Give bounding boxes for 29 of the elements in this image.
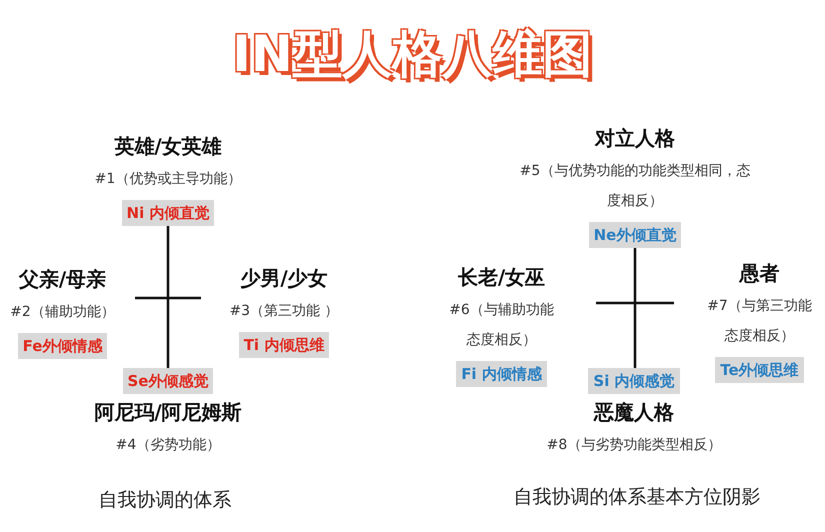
function-box: Fe外倾情感 [18,333,108,359]
function-box: Ni 内倾直觉 [122,200,214,226]
caption: 自我协调的体系基本方位阴影 [514,485,760,510]
title: IN型人格八维图 [232,25,593,83]
role-heading: 愚者 [740,260,780,287]
function-description: #2（辅助功能） [10,303,115,322]
function-box: Ne外倾直觉 [588,222,682,248]
function-description: #7（与第三功能态度相反） [706,297,813,346]
function-description: #1（优势或主导功能） [94,170,242,189]
function-box: Se外倾感觉 [122,368,214,394]
function-box: Te外倾思维 [715,357,804,383]
role-heading: 父亲/母亲 [18,266,106,293]
function-box: Si 内倾感觉 [588,368,680,394]
role-heading: 英雄/女英雄 [114,133,222,160]
function-box: Ti 内倾思维 [238,332,330,358]
function-description: #6（与辅助功能态度相反） [448,301,555,350]
function-description: #8（与劣势功能类型相反） [546,436,722,455]
role-heading: 长老/女巫 [458,264,546,291]
connector-line [634,248,636,368]
function-description: #3（第三功能 ） [229,302,339,321]
role-heading: 恶魔人格 [594,399,674,426]
role-heading: 对立人格 [595,125,675,152]
caption: 自我协调的体系 [98,488,232,513]
function-description: #4（劣势功能） [116,436,220,455]
connector-line [166,226,170,368]
role-heading: 阿尼玛/阿尼姆斯 [94,399,242,426]
function-box: Fi 内倾情感 [456,361,547,387]
function-description: #5（与优势功能的功能类型相同，态度相反） [518,162,752,211]
role-heading: 少男/少女 [240,265,328,292]
